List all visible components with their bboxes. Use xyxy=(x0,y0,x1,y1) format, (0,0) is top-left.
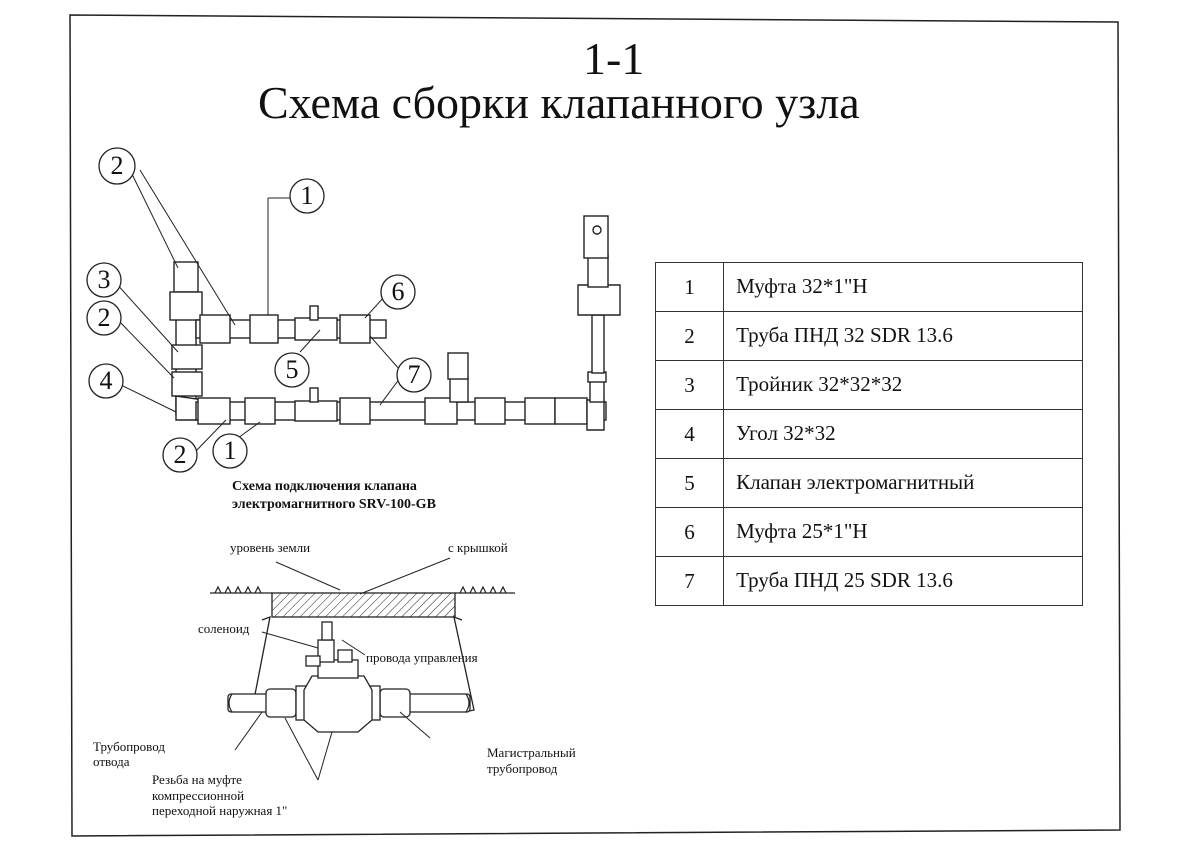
legend-number: 1 xyxy=(654,262,725,312)
label-ground-level: уровень земли xyxy=(230,540,311,555)
callout-3: 3 xyxy=(97,265,111,294)
sheet-title: Схема сборки клапанного узла xyxy=(258,77,860,128)
legend-part-name: Угол 32*32 xyxy=(723,409,1083,459)
legend-part-name: Муфта 25*1"Н xyxy=(723,507,1083,557)
solenoid-cap xyxy=(321,621,333,641)
callout-4: 4 xyxy=(99,366,113,395)
legend-number: 3 xyxy=(654,360,725,410)
coupling-bottom-3 xyxy=(474,397,506,425)
coupling-left xyxy=(171,371,203,397)
valve-top-stem xyxy=(309,305,319,321)
coupling-top-1 xyxy=(249,314,279,344)
riser-top-bracket xyxy=(583,215,609,259)
label-thread-note: Резьба на муфте компрессионной переходно… xyxy=(152,772,288,819)
label-branch-pipe: Трубопровод отвода xyxy=(93,739,165,769)
label-with-lid: с крышкой xyxy=(448,540,508,555)
valve-box-lid xyxy=(271,592,456,618)
callout-6: 6 xyxy=(391,277,405,306)
valve-bonnet xyxy=(317,659,359,679)
legend-number: 6 xyxy=(654,507,725,557)
label-control-wires: провода управления xyxy=(366,650,478,665)
bleed-screw xyxy=(305,655,321,667)
label-solenoid: соленоид xyxy=(198,621,250,636)
legend-part-name: Муфта 32*1"Н xyxy=(723,262,1083,312)
fitting-top-1 xyxy=(199,314,231,344)
legend-number: 5 xyxy=(654,458,725,508)
flow-control xyxy=(337,649,353,663)
coupling-top-2 xyxy=(339,314,371,344)
tee-fitting-left-top xyxy=(169,291,203,321)
label-main-pipe: Магистральный трубопровод xyxy=(487,745,576,776)
coupling-bottom-1 xyxy=(244,397,276,425)
sheet-number: 1-1 xyxy=(583,33,645,84)
callout-5: 5 xyxy=(285,355,299,384)
callout-7: 7 xyxy=(407,360,421,389)
legend-part-name: Труба ПНД 25 SDR 13.6 xyxy=(723,556,1083,606)
compression-coupling-right xyxy=(379,688,411,718)
legend-number: 7 xyxy=(654,556,725,606)
bracket-hole xyxy=(592,225,602,235)
callout-2-top: 2 xyxy=(110,151,124,180)
fitting-bottom-1 xyxy=(197,397,231,425)
valve-body xyxy=(303,675,373,733)
connection-title-line1: Схема подключения клапана xyxy=(232,479,417,494)
callout-2-mid: 2 xyxy=(97,303,111,332)
legend-number: 2 xyxy=(654,311,725,361)
tee-branch-stub xyxy=(447,352,469,380)
compression-coupling-left xyxy=(265,688,297,718)
legend-number: 4 xyxy=(654,409,725,459)
fitting-bottom-5 xyxy=(554,397,588,425)
coupling-bottom-4 xyxy=(524,397,556,425)
legend-part-name: Труба ПНД 32 SDR 13.6 xyxy=(723,311,1083,361)
callout-1-top: 1 xyxy=(300,181,314,210)
coupling-bottom-2 xyxy=(339,397,371,425)
callout-1-bottom: 1 xyxy=(223,436,237,465)
callout-2-bottom: 2 xyxy=(173,440,187,469)
pipe-top-branch xyxy=(195,319,387,339)
connection-title-line2: электромагнитного SRV-100-GB xyxy=(232,497,436,512)
tee-fitting-left xyxy=(171,344,203,370)
valve-bottom-stem xyxy=(309,387,319,403)
